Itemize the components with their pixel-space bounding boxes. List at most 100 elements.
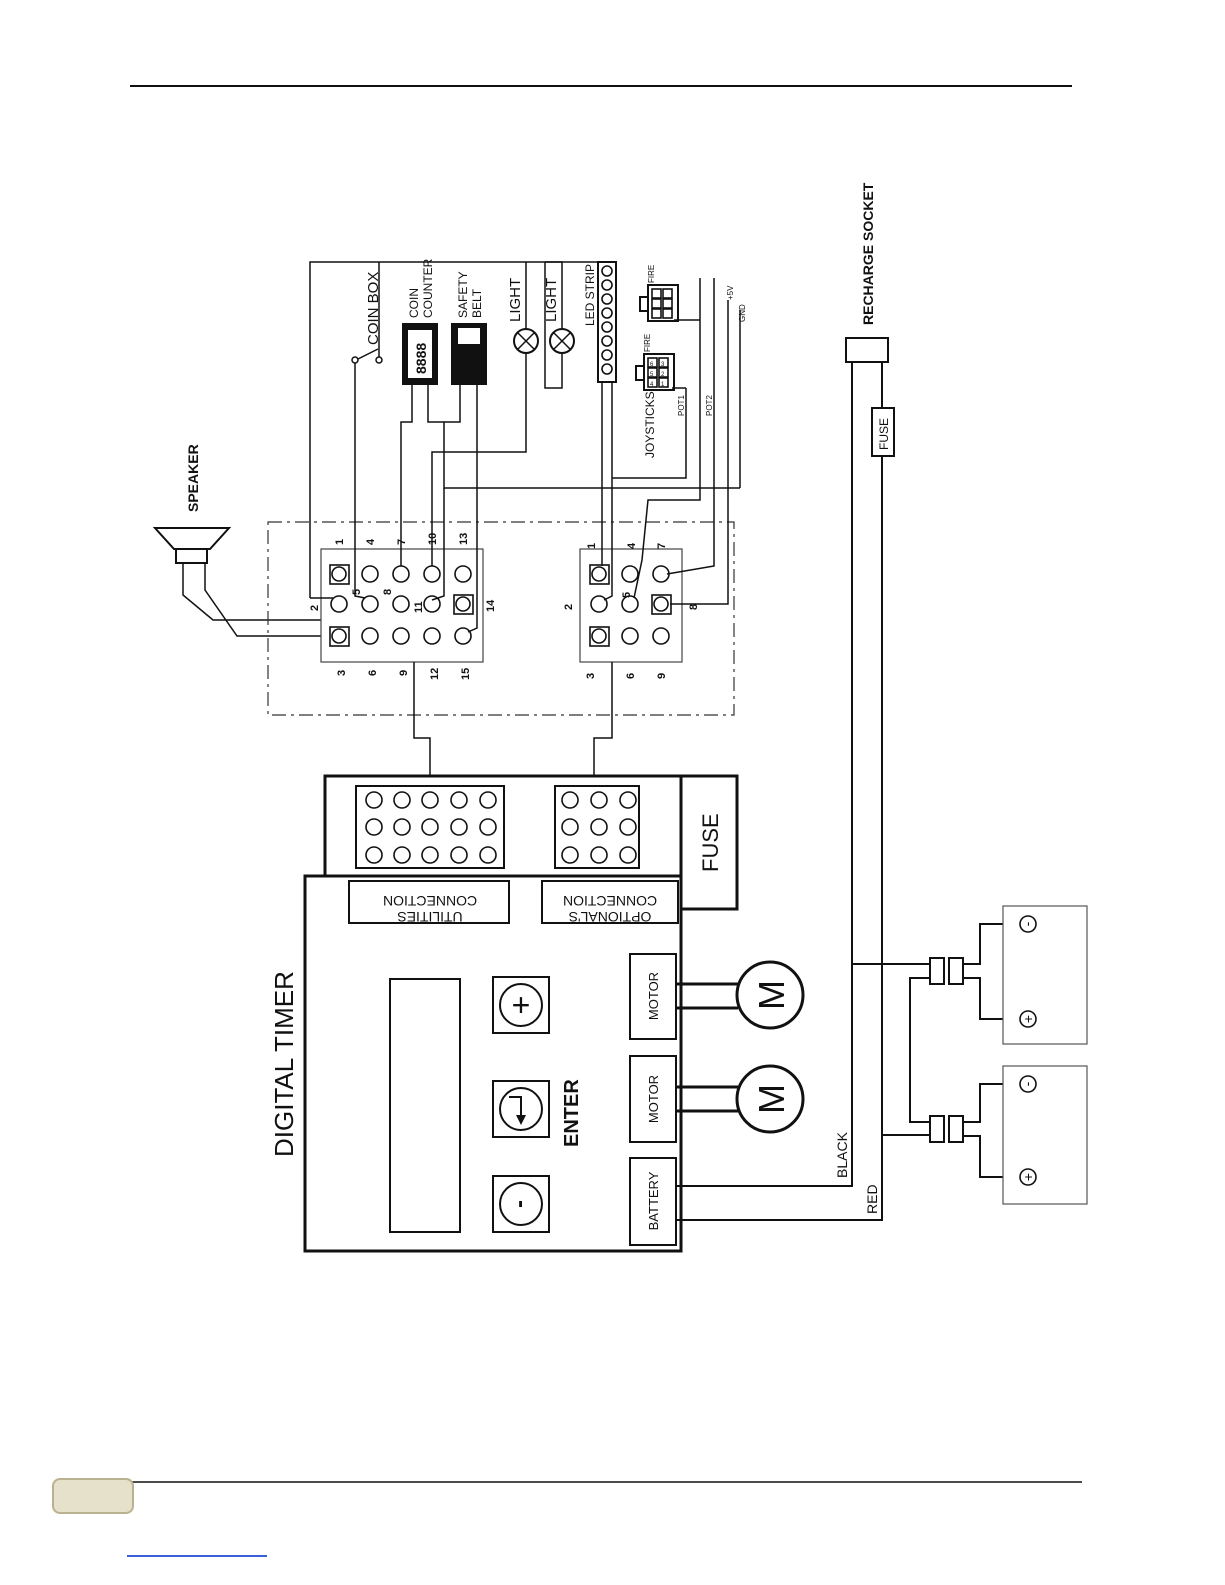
motor-terminal-2-label: MOTOR — [646, 1075, 661, 1123]
battery-terminal — [629, 1157, 677, 1246]
svg-text:12: 12 — [429, 668, 441, 680]
utilities-pin-labels: 1 4 7 10 13 2 5 8 11 14 3 6 9 12 15 — [309, 533, 497, 680]
svg-text:7: 7 — [396, 539, 408, 545]
joystick-connector-2 — [639, 284, 679, 322]
svg-text:8: 8 — [382, 589, 394, 595]
svg-text:1: 1 — [661, 382, 665, 388]
svg-text:5: 5 — [621, 592, 633, 598]
enter-button[interactable] — [492, 1080, 550, 1138]
power-wiring — [676, 362, 1012, 1221]
optionals-socket-holes — [561, 791, 637, 864]
coin-box-label: COIN BOX — [365, 272, 382, 345]
battery-2 — [1002, 1065, 1088, 1205]
minus-button-label: - — [506, 1200, 533, 1208]
svg-text:2: 2 — [661, 372, 665, 378]
svg-text:8: 8 — [688, 604, 700, 610]
battery-1 — [1002, 905, 1088, 1045]
gnd-label: GND — [738, 304, 747, 322]
svg-text:4: 4 — [650, 382, 654, 388]
motor-1-symbol: M — [751, 980, 792, 1010]
light-bulb-1-icon — [513, 328, 539, 354]
speaker-wire — [182, 563, 333, 637]
pot2-label: POT2 — [705, 395, 714, 416]
recharge-socket-label: RECHARGE SOCKET — [860, 182, 876, 325]
svg-text:13: 13 — [458, 533, 470, 545]
svg-text:7: 7 — [656, 543, 668, 549]
svg-text:1: 1 — [586, 543, 598, 549]
optionals-lead — [593, 662, 613, 786]
svg-text:9: 9 — [398, 670, 410, 676]
svg-text:5: 5 — [650, 372, 654, 378]
safety-belt-label-2: BELT — [470, 288, 484, 318]
motor-2 — [735, 1064, 805, 1134]
line-fuse-label: FUSE — [877, 418, 891, 450]
red-wire-label: RED — [864, 1184, 880, 1214]
motor-1 — [735, 960, 805, 1030]
plus5v-label: +5V — [726, 285, 735, 300]
optionals-connection-label-2: CONNECTION — [563, 893, 657, 909]
pot1-label: POT1 — [677, 395, 686, 416]
motor-terminal-2 — [629, 1055, 677, 1143]
joystick-pin-numbers: 6 5 4 3 2 1 — [650, 362, 665, 388]
plus-button[interactable]: + — [492, 976, 550, 1034]
speaker-label: SPEAKER — [185, 444, 201, 512]
fuse-box — [679, 774, 739, 911]
speaker-icon — [152, 527, 232, 564]
footer-link-underline[interactable] — [127, 1555, 267, 1557]
svg-text:10: 10 — [427, 533, 439, 545]
svg-text:3: 3 — [661, 362, 665, 368]
utilities-connection-tag — [348, 880, 510, 924]
coin-counter-label-2: COUNTER — [421, 258, 435, 318]
utilities-connection-label-1: UTILITIES — [397, 909, 462, 925]
led-strip-label: LED STRIP — [583, 264, 597, 326]
joystick-connector-1 — [635, 353, 675, 391]
black-wire-label: BLACK — [834, 1131, 850, 1178]
battery-terminal-label: BATTERY — [646, 1171, 661, 1230]
svg-text:3: 3 — [336, 670, 348, 676]
light-2-label: LIGHT — [543, 278, 560, 322]
enter-label: ENTER — [561, 1079, 583, 1147]
connector-enclosure — [267, 521, 735, 716]
motor-terminal-1-label: MOTOR — [646, 972, 661, 1020]
light-bulb-2-icon — [549, 328, 575, 354]
recharge-socket — [845, 337, 889, 363]
light-1-label: LIGHT — [507, 278, 524, 322]
plus-button-label: + — [512, 987, 531, 1023]
svg-text:5: 5 — [351, 589, 363, 595]
diagram-title: DIGITAL TIMER — [269, 971, 299, 1157]
utilities-pins — [329, 564, 474, 647]
battery-2-pos: + — [1020, 1173, 1036, 1181]
page-number-badge — [52, 1478, 134, 1514]
minus-button[interactable]: - — [492, 1175, 550, 1233]
utilities-wiring — [309, 261, 741, 633]
fire-label-2: FIRE — [647, 265, 656, 283]
optionals-pin-labels: 1 4 7 2 5 8 3 6 9 — [563, 542, 700, 679]
battery-2-neg: - — [1019, 1081, 1035, 1086]
svg-text:6: 6 — [625, 673, 637, 679]
fuse-label: FUSE — [698, 813, 723, 872]
motor-1-wire — [676, 982, 738, 1010]
svg-text:14: 14 — [485, 599, 497, 612]
svg-text:3: 3 — [585, 673, 597, 679]
svg-text:15: 15 — [460, 668, 472, 680]
optionals-connection-label-1: OPTIONAL'S — [569, 909, 652, 925]
fire-label-1: FIRE — [643, 334, 652, 352]
svg-text:9: 9 — [656, 673, 668, 679]
svg-text:6: 6 — [650, 362, 654, 368]
joysticks-label: JOYSTICKS — [643, 391, 657, 458]
led-strip-leds — [601, 265, 613, 375]
svg-text:4: 4 — [626, 542, 638, 549]
battery-1-neg: - — [1019, 921, 1035, 926]
motor-2-wire — [676, 1085, 738, 1113]
line-fuse — [871, 407, 895, 457]
svg-text:2: 2 — [563, 604, 575, 610]
optionals-connection-tag — [541, 880, 679, 924]
motor-2-symbol: M — [751, 1084, 792, 1114]
svg-text:2: 2 — [309, 605, 321, 611]
svg-text:6: 6 — [367, 670, 379, 676]
coin-box-switch — [351, 348, 383, 364]
svg-text:4: 4 — [365, 538, 377, 545]
timer-display — [389, 978, 461, 1233]
motor-terminal-1 — [629, 953, 677, 1040]
battery-plugs — [929, 957, 964, 1143]
